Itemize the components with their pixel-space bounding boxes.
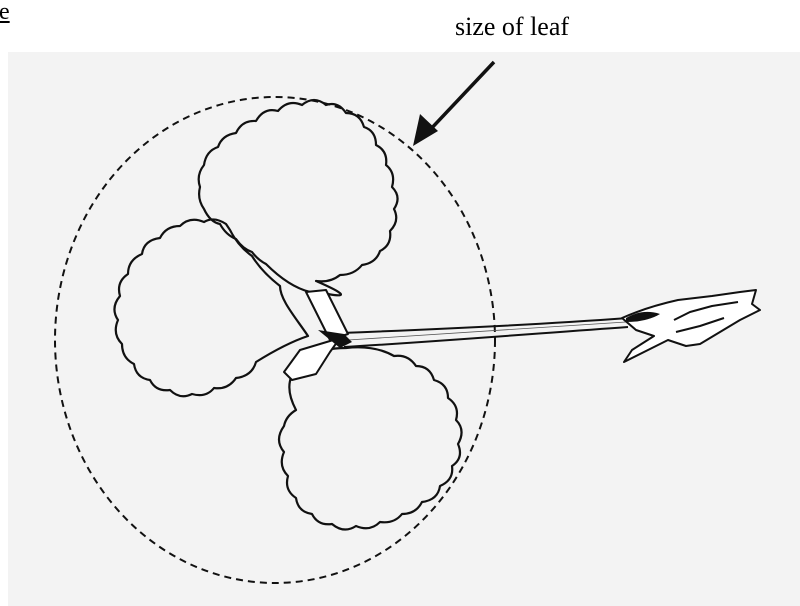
corner-text: e bbox=[0, 0, 10, 24]
leaf-size-caption: size of leaf bbox=[455, 12, 569, 42]
